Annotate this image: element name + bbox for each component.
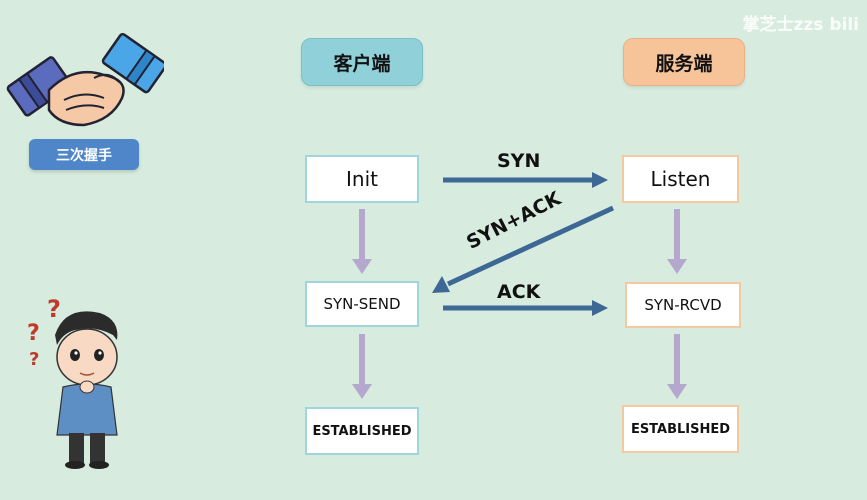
client-state-init: Init <box>305 155 419 203</box>
server-state-syn-rcvd: SYN-RCVD <box>625 282 741 328</box>
svg-text:?: ? <box>47 295 61 323</box>
handshake-icon <box>6 32 164 127</box>
server-state-established: ESTABLISHED <box>622 405 739 453</box>
server-header: 服务端 <box>623 38 745 86</box>
ack-label: ACK <box>497 281 541 303</box>
client-arrow-1 <box>352 209 372 274</box>
syn-arrow <box>443 172 608 188</box>
server-state-listen: Listen <box>622 155 739 203</box>
three-way-handshake-badge: 三次握手 <box>29 139 139 170</box>
thinking-person-illustration: ? ? ? <box>27 295 118 469</box>
svg-text:?: ? <box>27 321 40 346</box>
server-arrow-1 <box>667 209 687 274</box>
client-arrow-2 <box>352 334 372 399</box>
ack-arrow <box>443 300 608 316</box>
watermark: 掌芝士zzs bili <box>742 15 859 35</box>
server-arrow-2 <box>667 334 687 399</box>
syn-label: SYN <box>497 150 541 172</box>
client-state-established: ESTABLISHED <box>305 407 419 455</box>
svg-text:?: ? <box>29 349 39 370</box>
client-header: 客户端 <box>301 38 423 86</box>
client-state-syn-send: SYN-SEND <box>305 281 419 327</box>
synack-arrow <box>432 205 615 293</box>
